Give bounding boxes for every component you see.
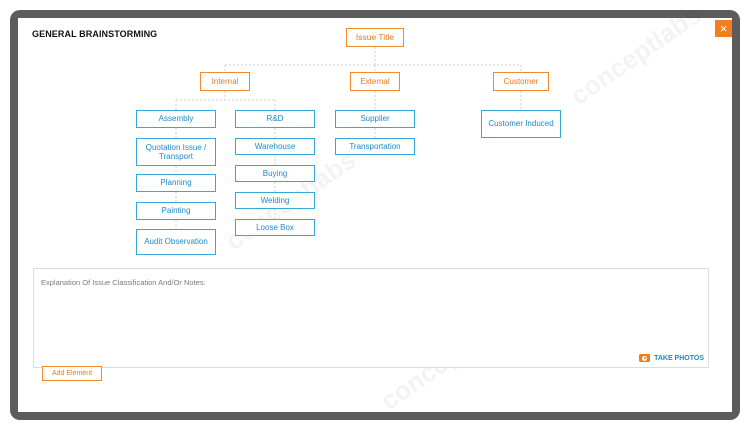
- notes-placeholder: Explanation Of Issue Classification And/…: [41, 278, 206, 287]
- close-icon[interactable]: ×: [715, 20, 732, 37]
- cause-node[interactable]: Audit Observation: [136, 229, 216, 255]
- cause-node[interactable]: Quotation Issue / Transport: [136, 138, 216, 166]
- take-photos-label: TAKE PHOTOS: [654, 354, 704, 362]
- cause-node[interactable]: Assembly: [136, 110, 216, 128]
- window-title: GENERAL BRAINSTORMING: [32, 29, 158, 39]
- notes-textarea[interactable]: Explanation Of Issue Classification And/…: [33, 268, 709, 368]
- cause-node[interactable]: Buying: [235, 165, 315, 182]
- cause-node[interactable]: Loose Box: [235, 219, 315, 236]
- cause-node[interactable]: Painting: [136, 202, 216, 220]
- cause-node[interactable]: Customer Induced: [481, 110, 561, 138]
- cause-node[interactable]: R&D: [235, 110, 315, 128]
- category-node-internal[interactable]: Internal: [200, 72, 250, 91]
- category-node-external[interactable]: External: [350, 72, 400, 91]
- add-element-button[interactable]: Add Element: [42, 366, 102, 381]
- category-node-customer[interactable]: Customer: [493, 72, 549, 91]
- cause-node[interactable]: Planning: [136, 174, 216, 192]
- root-node[interactable]: Issue Title: [346, 28, 404, 47]
- cause-node[interactable]: Welding: [235, 192, 315, 209]
- cause-node[interactable]: Supplier: [335, 110, 415, 128]
- camera-icon: [639, 354, 651, 362]
- take-photos-button[interactable]: TAKE PHOTOS: [639, 354, 704, 362]
- cause-node[interactable]: Transportation: [335, 138, 415, 155]
- cause-node[interactable]: Warehouse: [235, 138, 315, 155]
